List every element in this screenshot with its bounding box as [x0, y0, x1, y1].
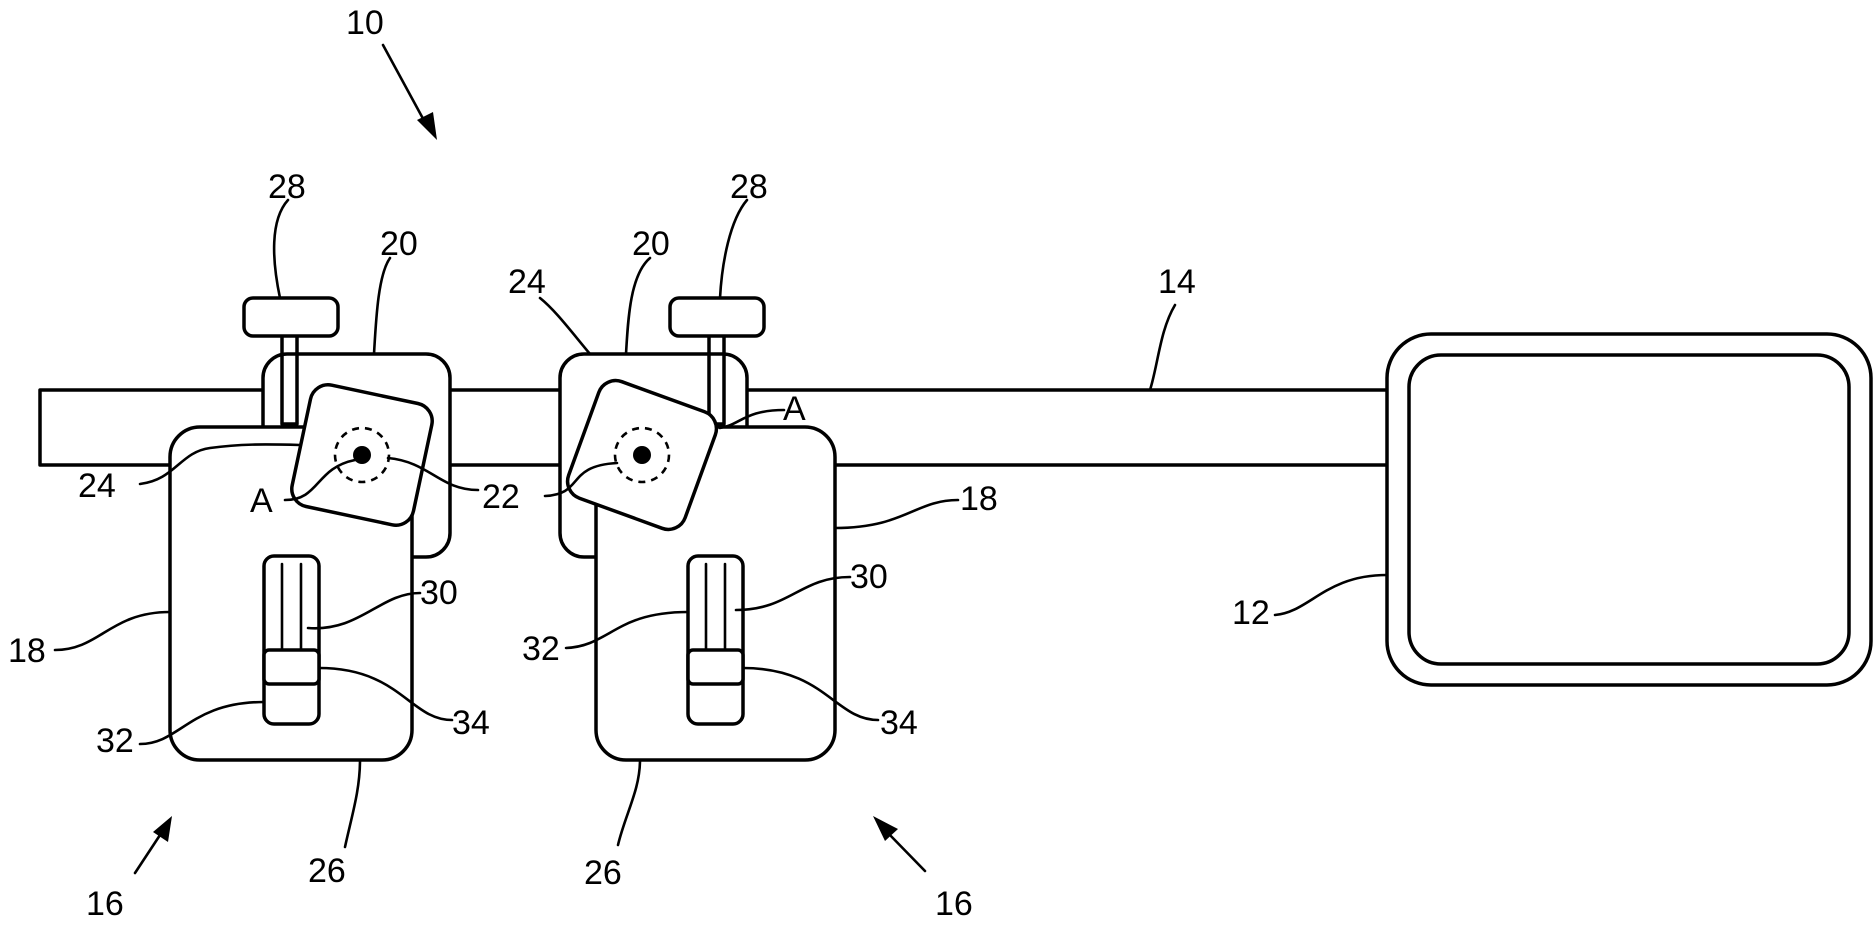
knob-left: [244, 298, 338, 336]
label-slot-left: 30: [420, 574, 458, 612]
label-clamp-right: 16: [935, 885, 973, 923]
label-assembly: 10: [346, 4, 384, 42]
pivot-left-dot: [353, 446, 371, 464]
label-body-left: 18: [8, 632, 46, 670]
slot-left: [264, 556, 319, 724]
label-arm: 14: [1158, 263, 1196, 301]
label-axis-left: A: [250, 482, 273, 520]
clamp-right: [560, 298, 835, 760]
label-slider-left: 34: [452, 704, 490, 742]
label-slot-right: 30: [850, 558, 888, 596]
label-knob-left: 28: [268, 168, 306, 206]
slider-right: [688, 650, 743, 684]
label-block-left: 20: [380, 225, 418, 263]
label-axis-right: A: [783, 390, 806, 428]
label-pivot-left: 22: [482, 478, 520, 516]
label-clamp-left: 16: [86, 885, 124, 923]
display-inner: [1409, 355, 1849, 664]
slot-right: [688, 556, 743, 724]
label-track-right: 32: [522, 630, 560, 668]
label-body-right: 18: [960, 480, 998, 518]
clamp-left: [170, 298, 450, 760]
label-knob-right: 28: [730, 168, 768, 206]
label-hinge-left: 24: [78, 467, 116, 505]
label-base-right: 26: [584, 854, 622, 892]
label-track-left: 32: [96, 722, 134, 760]
label-slider-right: 34: [880, 704, 918, 742]
label-base-left: 26: [308, 852, 346, 890]
pivot-right-dot: [633, 446, 651, 464]
label-display: 12: [1232, 594, 1270, 632]
label-hinge-right: 24: [508, 263, 546, 301]
knob-right: [670, 298, 764, 336]
slider-left: [264, 650, 319, 684]
label-block-right: 20: [632, 225, 670, 263]
